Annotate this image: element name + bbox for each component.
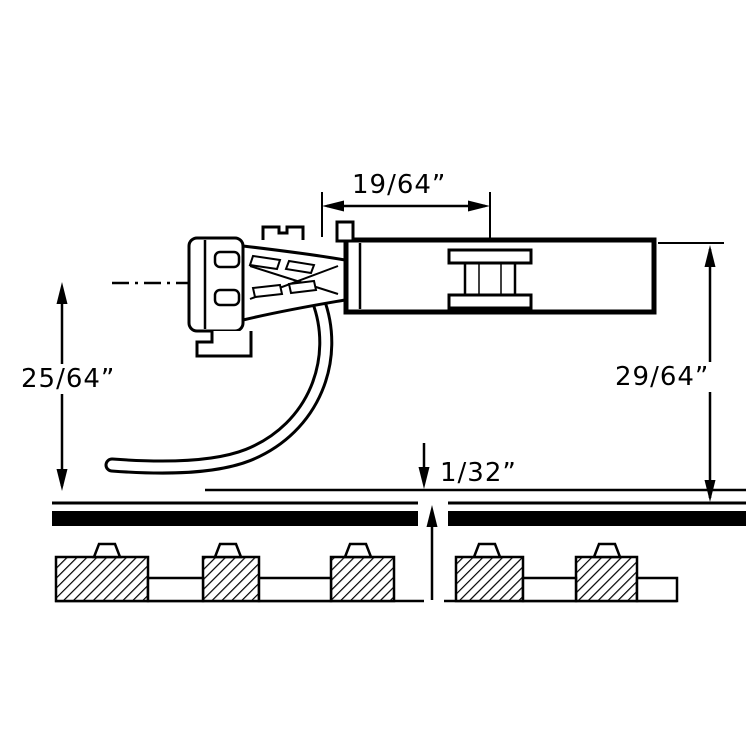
arrowhead-down-icon <box>418 467 430 489</box>
dimension-label-trip-pin-clearance: 1/32” <box>437 458 520 488</box>
draft-gear-box <box>335 220 657 315</box>
tie-plain <box>635 576 679 603</box>
arrowhead-up-icon <box>704 245 716 267</box>
dimension-label-left-height: 25/64” <box>18 364 119 394</box>
knuckle-detail <box>213 250 241 269</box>
track-ties <box>54 542 679 603</box>
arrowhead-up-icon <box>426 505 438 527</box>
tie-hatched <box>54 555 150 603</box>
tie-plain <box>146 576 205 603</box>
tie-hatched <box>574 555 639 603</box>
whisker-slot <box>251 283 284 299</box>
rail <box>52 501 746 526</box>
trip-pin <box>104 292 334 475</box>
whisker-slot <box>248 254 282 271</box>
spike-plate <box>213 542 243 559</box>
center-post-bottom-flange <box>447 293 533 310</box>
arrowhead-right-icon <box>468 200 490 212</box>
dimension-label-right-height: 29/64” <box>612 362 713 392</box>
dimension-label-top-width: 19/64” <box>349 170 450 200</box>
whisker-slot <box>287 279 318 295</box>
tie-plain <box>257 576 333 603</box>
whisker-slot <box>284 259 316 275</box>
center-post-top-flange <box>447 248 533 265</box>
tie-plain <box>521 576 578 603</box>
box-top-lug <box>335 220 355 243</box>
spike-plate <box>592 542 622 559</box>
arrowhead-left-icon <box>322 200 344 212</box>
dimension-arrow-clearance <box>418 443 438 600</box>
top-lug <box>261 225 305 240</box>
tie-hatched <box>329 555 396 603</box>
spike-plate <box>472 542 502 559</box>
spike-plate <box>343 542 373 559</box>
knuckle-detail <box>213 288 241 307</box>
tie-hatched <box>454 555 525 603</box>
arrowhead-up-icon <box>56 282 68 304</box>
coupler-head <box>187 225 347 358</box>
bottom-bracket <box>195 331 253 358</box>
spike-plate <box>92 542 122 559</box>
tie-hatched <box>201 555 261 603</box>
arrowhead-down-icon <box>56 469 68 491</box>
